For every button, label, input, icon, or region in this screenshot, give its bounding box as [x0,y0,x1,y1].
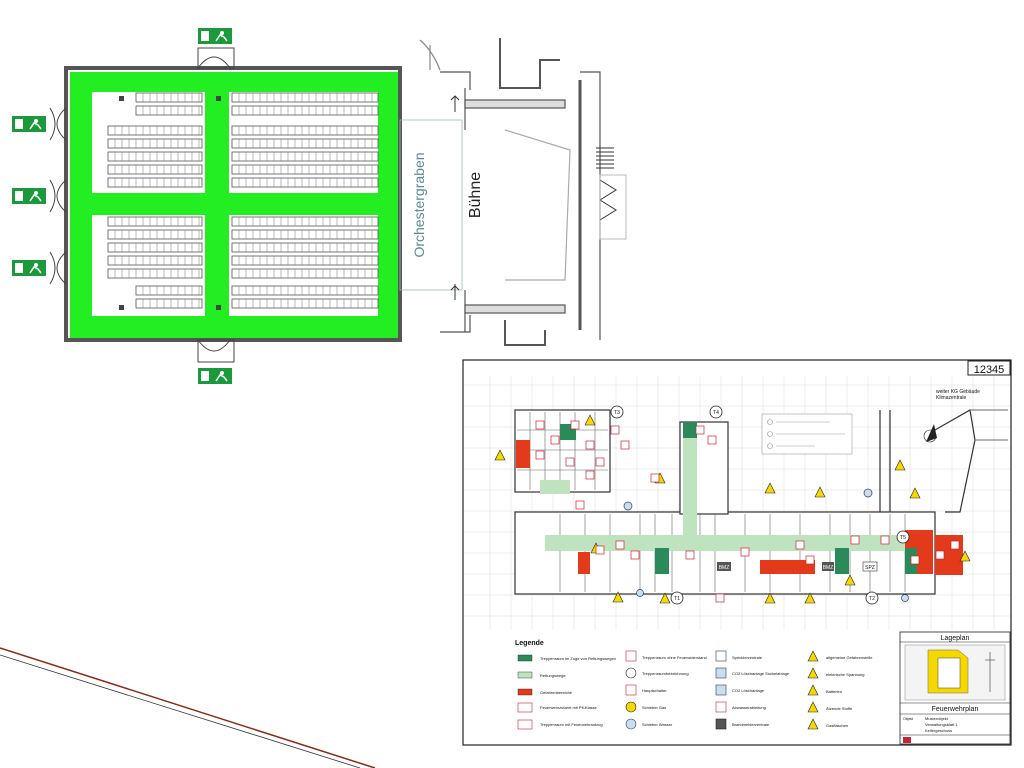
legend-item-1-3: Gefahrenbereiche [540,690,573,695]
company-logo [903,737,911,743]
legend-icon-2-1 [625,650,637,662]
legend-item-1-2: Rettungswege [540,673,566,678]
room-code-labels: BMZ SPZ BMZ [717,561,878,572]
feuerwehrplan-title: Feuerwehrplan [932,706,979,713]
plan-number-box [967,360,1011,376]
legend-item-3-1: Sprinklerzentrale [732,655,763,660]
legend-swatch-lift [517,719,533,730]
title-row1-label: Objekt [903,717,913,721]
stage-label: Bühne [467,172,484,218]
legend-icon-2-3 [625,684,637,696]
seat-block-right-upper [231,92,379,188]
legend-item-2-5: Schieber Wasser [642,722,673,727]
auditorium-plan: Orchestergraben Bühne [12,28,627,384]
legend-item-1-5: Treppenraum mit Feuerwehraufzug [540,722,603,727]
legend-icon-2-2 [625,667,637,679]
column-markers [119,96,221,310]
stair-label-t1: T1 [674,596,680,602]
legend-icon-4-2 [807,667,819,679]
orchestra-label: Orchestergraben [411,152,427,257]
legend-icon-2-5 [625,718,637,730]
stair-label-t3-top: T3 [614,410,620,416]
stage-stairs [596,147,627,240]
legend-icon-4-4 [807,701,819,713]
legend-item-2-1: Treppenraum ohne Feuerwiderstand [642,655,707,660]
rescue-route [540,425,905,551]
lageplan-title: Lageplan [941,635,970,642]
exit-sign-left-1 [12,116,46,132]
legend-item-3-4: Abwasserableitung [732,705,766,710]
plan-number: 12345 [974,364,1005,376]
title-block: Lageplan Feuerwehrplan Objekt Musterobje… [899,631,1011,745]
symbol-boxes [535,420,960,603]
title-row1-value: Musterobjekt [925,716,949,721]
legend-item-2-2: Treppenraumbezeichnung [642,671,689,676]
fire-brigade-plan: 12345 weiter KG Gebäude Klimazentrale [462,359,1012,746]
legend-item-2-4: Schieber Gas [642,705,666,710]
seat-dividers [114,93,373,308]
legend-swatch-route [517,671,533,679]
legend-item-4-3: Batterien [826,689,842,694]
legend-item-1-4: Feuerwehrzufahrt mit Pfl-Klasse [540,705,598,710]
stage-arrows [450,95,460,300]
legend-swatch-access [517,702,533,713]
exit-sign-top [198,28,232,44]
legend-swatch-stair [517,654,533,662]
legend-item-3-5: Brandmelderzentrale [732,722,770,727]
seat-block-right-lower [231,216,379,309]
legend-icon-3-1 [715,650,727,662]
legend-icon-2-4 [625,701,637,713]
legend-icon-3-3 [715,684,727,696]
note-building-2: Klimazentrale [936,395,967,401]
legend-icon-3-4 [715,701,727,713]
room-walls [517,412,906,592]
exit-sign-bottom [198,368,232,384]
title-row2-value: Verwaltungsblatt 1 [925,722,958,727]
stair-label-t2: T2 [869,596,875,602]
legend-item-4-1: allgemeine Gefahrenstelle [826,655,873,660]
stair-label-t4: T4 [713,410,719,416]
legend-swatch-hazard [517,688,533,696]
north-arrow-icon [923,424,937,443]
room-code-2: SPZ [865,565,875,571]
legend: Legende Treppenraum im Zuge von Rettungs… [515,640,873,730]
diagonal-lines [0,647,376,768]
valve-symbols [623,488,909,602]
legend-title: Legende [515,640,544,647]
legend-item-3-2: CO2 Löschanlage Sockelablage [732,671,790,676]
legend-item-4-5: Gasflaschen [826,723,848,728]
legend-item-3-3: CO2 Löschanlage [732,688,765,693]
legend-item-4-2: elektrische Spannung [826,672,864,677]
room-code-3: BMZ [823,565,834,571]
legend-icon-3-2 [715,667,727,679]
seat-block-left-lower [107,216,203,309]
orchestra-pit [399,119,463,291]
legend-icon-4-3 [807,684,819,696]
exit-sign-left-2 [12,188,46,204]
legend-icon-4-1 [807,650,819,662]
legend-icon-4-5 [807,718,819,730]
stairwells [560,422,917,574]
stair-label-t5: T5 [900,535,906,541]
exit-sign-left-3 [12,260,46,276]
legend-icon-3-5 [715,718,727,730]
stage-structure [419,38,601,346]
legend-item-2-3: Hauptschalter [642,688,667,693]
legend-item-1-1: Treppenraum im Zuge von Rettungswegen [540,656,616,661]
escape-route-green [70,72,398,338]
note-building-1: weiter KG Gebäude [936,389,980,395]
stair-labels: T3 T4 T5 T1 T2 [610,405,910,605]
title-row3-value: Kellergeschoss [925,728,952,733]
exit-doors-top-bottom [197,47,235,363]
info-box-lines [767,419,845,449]
seating-rows [107,92,379,309]
legend-item-4-4: Ätzende Stoffe [826,706,853,711]
seat-block-left-upper [107,92,203,188]
exit-doors-left [49,107,67,285]
room-code-1: BMZ [719,565,730,571]
